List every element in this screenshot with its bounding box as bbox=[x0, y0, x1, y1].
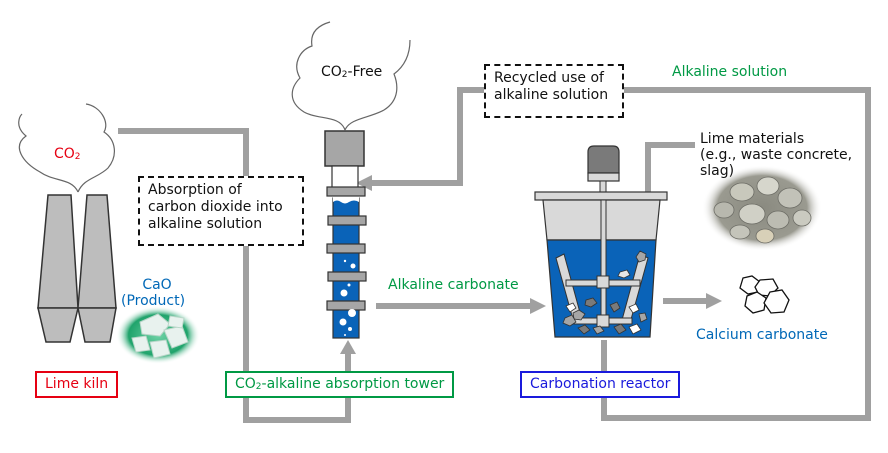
kiln-co2-label: CO2 bbox=[54, 146, 81, 162]
carbonation-reactor bbox=[534, 145, 668, 338]
reactor-motor-base bbox=[587, 172, 620, 182]
arrow-to-calcium-carbonate bbox=[706, 293, 722, 309]
recycle-note: Recycled use of alkaline solution bbox=[484, 64, 624, 118]
tower-smoke-cloud bbox=[291, 21, 411, 131]
kiln-left-upper bbox=[37, 194, 79, 309]
absorption-note: Absorption of carbon dioxide into alkali… bbox=[138, 176, 304, 246]
kiln-right-upper bbox=[77, 194, 117, 309]
tower-bubbles bbox=[339, 259, 356, 336]
absorption-tower bbox=[324, 130, 367, 339]
calcium-carbonate-icon bbox=[739, 275, 790, 314]
calcium-carbonate-label: Calcium carbonate bbox=[696, 327, 828, 343]
tower-ring-5 bbox=[326, 300, 366, 311]
lime-kiln-name: Lime kiln bbox=[45, 376, 109, 392]
alkaline-solution-flow-label: Alkaline solution bbox=[672, 64, 788, 80]
arrow-into-tower-side bbox=[356, 175, 372, 191]
reactor-shaft bbox=[600, 199, 607, 323]
reactor-impeller bbox=[555, 253, 649, 328]
slag-stones bbox=[713, 176, 812, 244]
tower-water-surface bbox=[333, 196, 359, 204]
tower-ring-3 bbox=[326, 243, 366, 254]
absorption-tower-name-box: CO2-alkaline absorption tower bbox=[225, 371, 455, 398]
kiln-left-lower bbox=[37, 307, 79, 343]
reactor-particles bbox=[562, 250, 648, 335]
lime-materials-label: Lime materials (e.g., waste concrete, sl… bbox=[700, 131, 853, 180]
kiln-right-lower bbox=[77, 307, 117, 343]
cao-product-label: CaO bbox=[142, 277, 172, 293]
lime-kiln bbox=[37, 194, 117, 343]
tower-cap bbox=[324, 130, 365, 167]
reactor-motor bbox=[587, 145, 620, 174]
alkaline-carbonate-flow-label: Alkaline carbonate bbox=[388, 277, 519, 293]
kiln-smoke-cloud bbox=[18, 103, 115, 193]
arrow-into-reactor bbox=[530, 298, 546, 314]
lime-kiln-name-box: Lime kiln bbox=[35, 371, 119, 398]
carbonation-reactor-name: Carbonation reactor bbox=[530, 376, 671, 392]
cao-lumps bbox=[131, 313, 189, 359]
tower-ring-1 bbox=[326, 186, 366, 197]
reactor-lid bbox=[534, 191, 668, 201]
cao-product-sublabel: (Product) bbox=[121, 293, 186, 309]
tower-ring-4 bbox=[327, 271, 367, 282]
arrowheads bbox=[340, 175, 722, 354]
arrow-into-tower-bottom bbox=[340, 340, 356, 354]
tower-co2-free-label: CO2-Free bbox=[321, 64, 383, 80]
tower-neck bbox=[331, 165, 359, 191]
pipe-alkaline-solution-return bbox=[372, 87, 871, 421]
carbonation-reactor-name-box: Carbonation reactor bbox=[520, 371, 681, 398]
reactor-shaft-top bbox=[599, 180, 607, 193]
tower-ring-2 bbox=[327, 215, 367, 226]
